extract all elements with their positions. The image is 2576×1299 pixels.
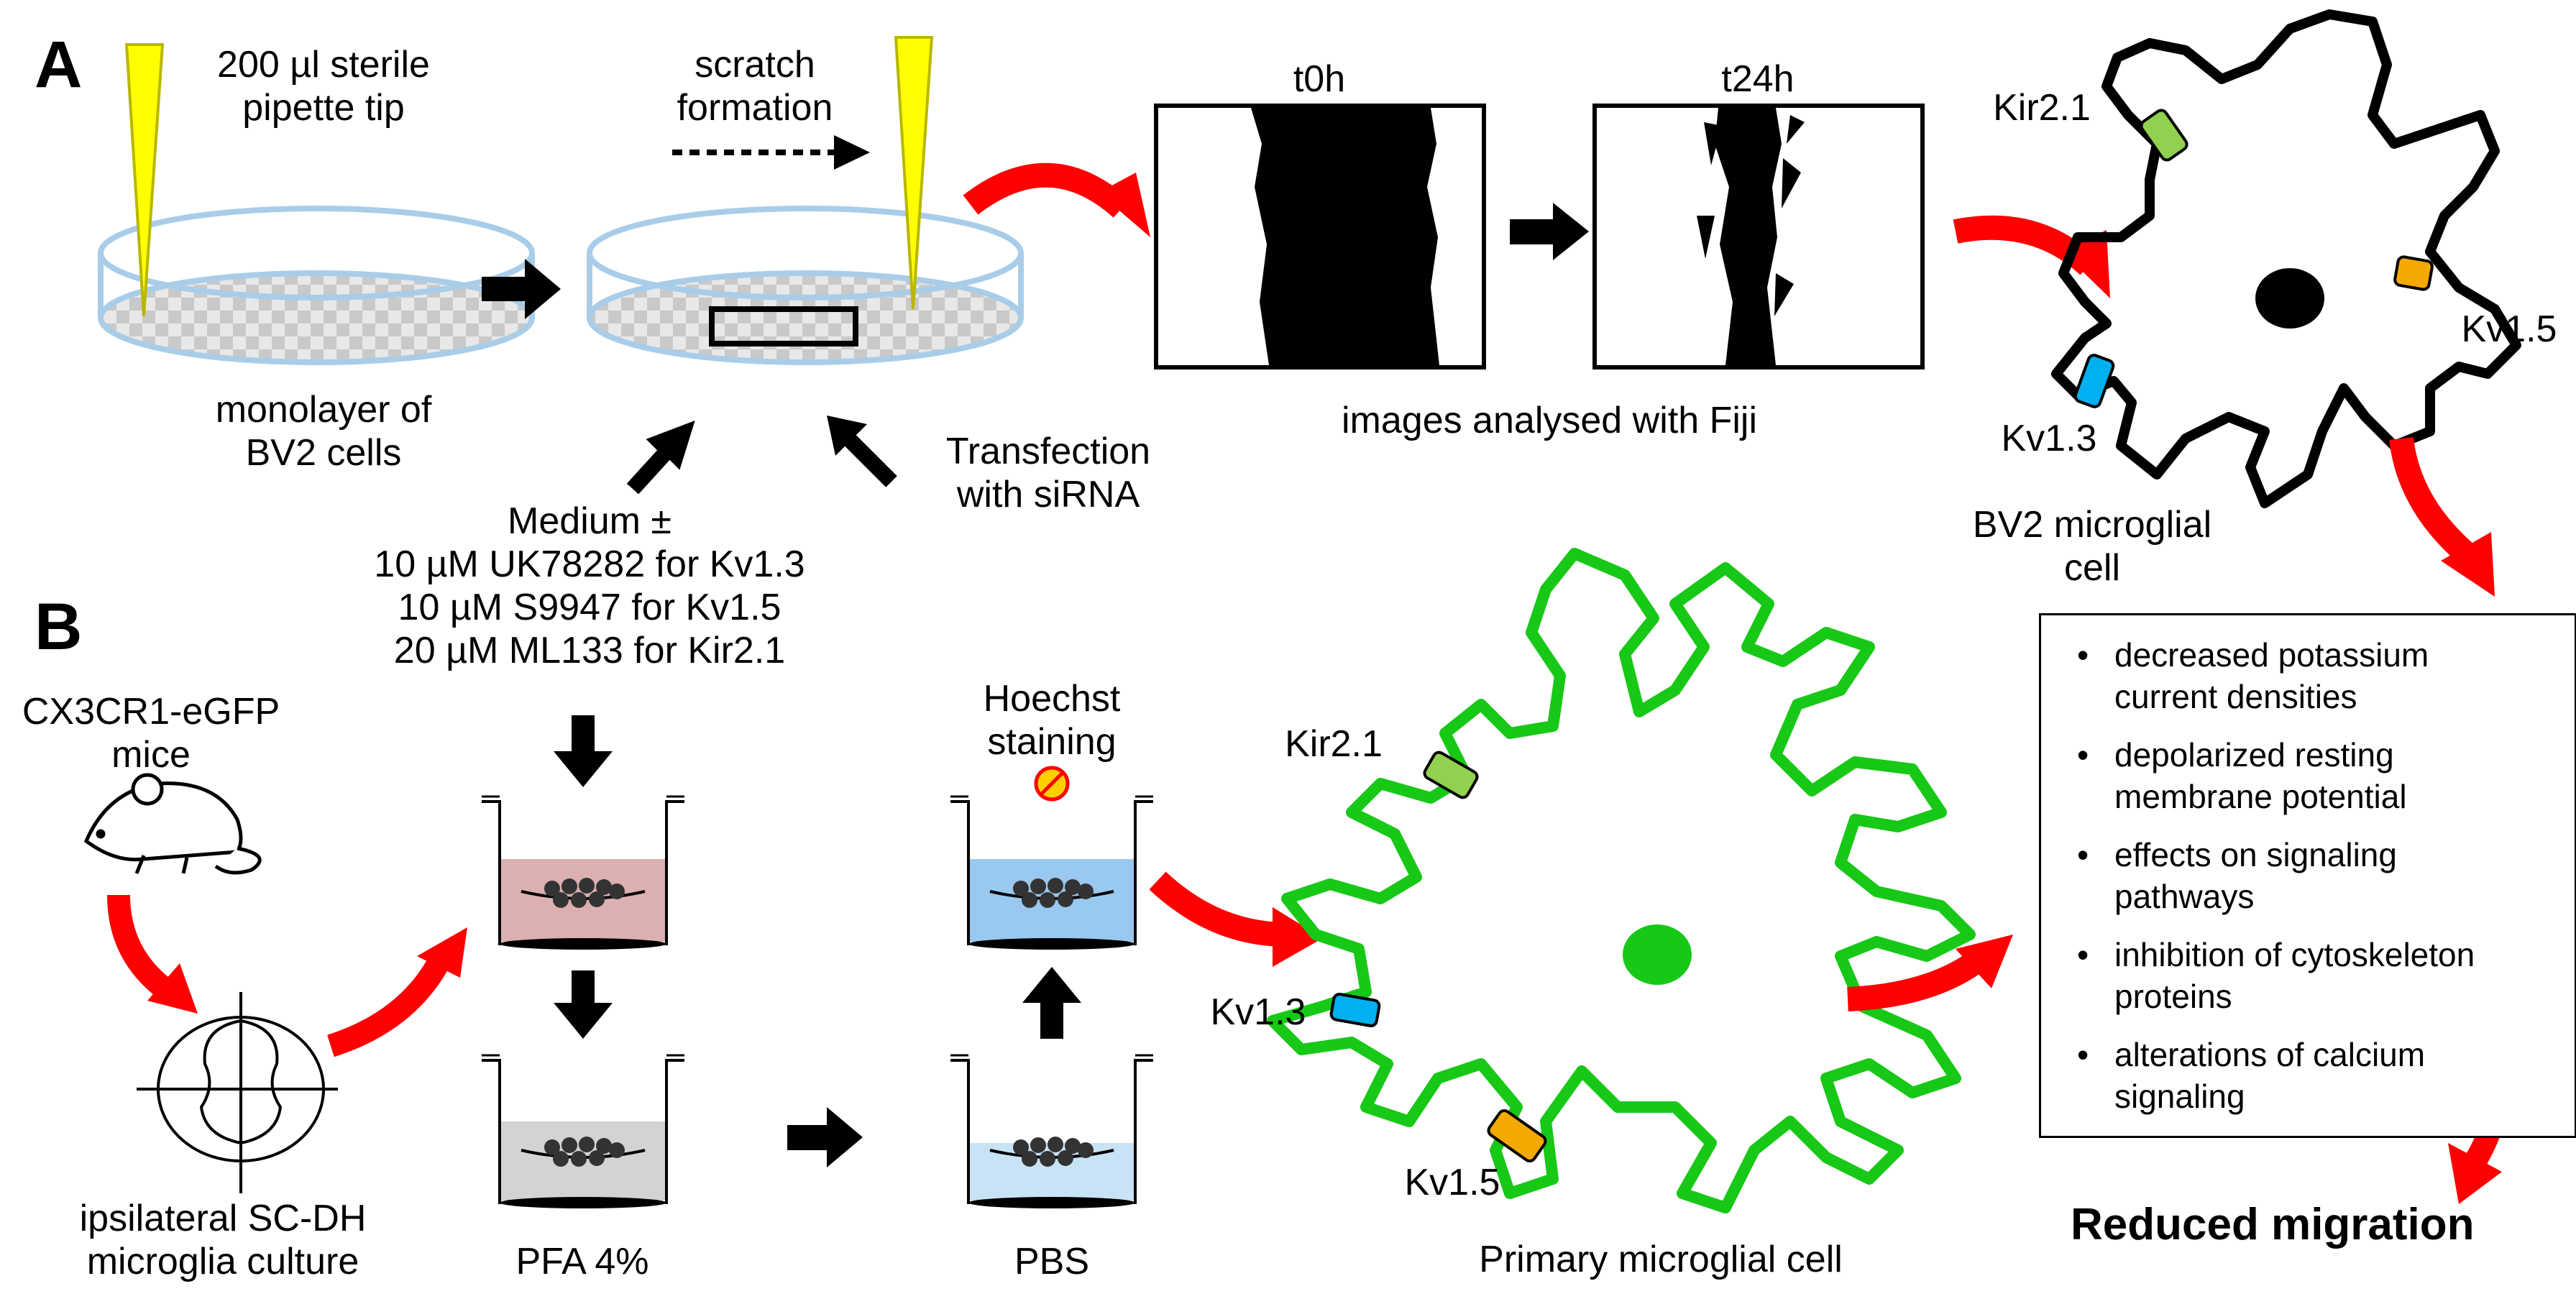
effect-item: decreased potassium current densities <box>2077 634 2517 717</box>
spinal-cord-section-icon <box>137 992 338 1193</box>
red-curved-arrow-icon <box>1149 871 1323 967</box>
bv2-kv15-label: Kv1.5 <box>2461 308 2557 350</box>
petri-dish-monolayer <box>98 206 535 365</box>
effect-item: depolarized resting membrane potential <box>2077 734 2517 817</box>
arrow-head-icon <box>827 416 867 456</box>
red-curved-arrow-icon <box>327 927 467 1057</box>
pipette-tip-icon <box>124 43 165 317</box>
arrow-icon <box>1022 967 1081 1039</box>
primary-kir21-label: Kir2.1 <box>1285 723 1383 765</box>
transwell-hoechst <box>950 795 1153 950</box>
primary-cell-label: Primary microglial cell <box>1479 1239 1843 1280</box>
image-t24h <box>1592 104 1925 369</box>
arrow-icon <box>626 434 684 495</box>
kv15-channel-icon <box>2393 255 2434 291</box>
panel-label-a: A <box>35 28 83 101</box>
image-t24h-label: t24h <box>1721 58 1795 100</box>
bv2-kv13-label: Kv1.3 <box>2001 418 2097 459</box>
bv2-kir21-label: Kir2.1 <box>1993 87 2091 129</box>
pipette-tip-icon <box>894 36 934 310</box>
primary-kv15-label: Kv1.5 <box>1404 1162 1500 1203</box>
transfection-label: Transfection with siRNA <box>945 431 1151 515</box>
result-label: Reduced migration <box>2071 1200 2475 1249</box>
red-curved-arrow-icon <box>1847 935 2013 1011</box>
monolayer-label: monolayer of BV2 cells <box>215 389 432 474</box>
kv15-channel-icon <box>1487 1108 1547 1163</box>
image-t0h <box>1154 104 1486 369</box>
arrow-head-icon <box>834 135 870 170</box>
effects-list: decreased potassium current densities de… <box>2041 615 2575 1117</box>
mouse-label: CX3CR1-eGFP mice <box>22 691 280 776</box>
pfa-label: PFA 4% <box>515 1241 649 1282</box>
hoechst-dye-icon <box>1034 766 1070 802</box>
transwell-pfa <box>482 1054 684 1208</box>
effect-item: alterations of calcium signaling <box>2077 1034 2517 1117</box>
images-caption: images analysed with Fiji <box>1341 400 1758 441</box>
transwell-medium <box>482 795 684 950</box>
pbs-label: PBS <box>1014 1241 1090 1282</box>
arrow-icon <box>787 1107 863 1167</box>
arrow-icon <box>1510 203 1589 260</box>
transwell-pbs <box>950 1054 1153 1208</box>
hoechst-label: Hoechst staining <box>983 678 1121 763</box>
red-curved-arrow-icon <box>107 894 198 1014</box>
panel-label-b: B <box>35 590 83 664</box>
scratch-label: scratch formation <box>677 44 833 129</box>
kv13-channel-icon <box>2073 354 2115 408</box>
bv2-cell-label: BV2 microglial cell <box>1972 504 2212 589</box>
kir21-channel-icon <box>2140 109 2188 162</box>
red-curved-arrow-icon <box>2389 436 2495 597</box>
effects-box: decreased potassium current densities de… <box>2039 613 2576 1138</box>
kir21-channel-icon <box>1423 751 1479 799</box>
pipette-label: 200 µl sterile pipette tip <box>217 44 430 129</box>
arrow-icon <box>554 715 613 787</box>
effect-item: inhibition of cytoskeleton proteins <box>2077 934 2517 1017</box>
kv13-channel-icon <box>1329 992 1381 1028</box>
primary-kv13-label: Kv1.3 <box>1210 991 1306 1033</box>
mouse-icon <box>83 773 262 875</box>
culture-label: ipsilateral SC-DH microglia culture <box>79 1198 367 1282</box>
primary-microglial-cell <box>1267 548 1976 1213</box>
petri-dish-scratch <box>587 206 1024 365</box>
image-t0h-label: t0h <box>1293 58 1346 100</box>
red-curved-arrow-icon <box>963 162 1150 237</box>
bv2-microglial-cell <box>2051 9 2521 508</box>
arrow-icon <box>554 970 613 1039</box>
arrow-icon <box>482 259 561 319</box>
medium-label: Medium ± 10 µM UK78282 for Kv1.3 10 µM S… <box>374 500 805 671</box>
effect-item: effects on signaling pathways <box>2077 834 2517 917</box>
